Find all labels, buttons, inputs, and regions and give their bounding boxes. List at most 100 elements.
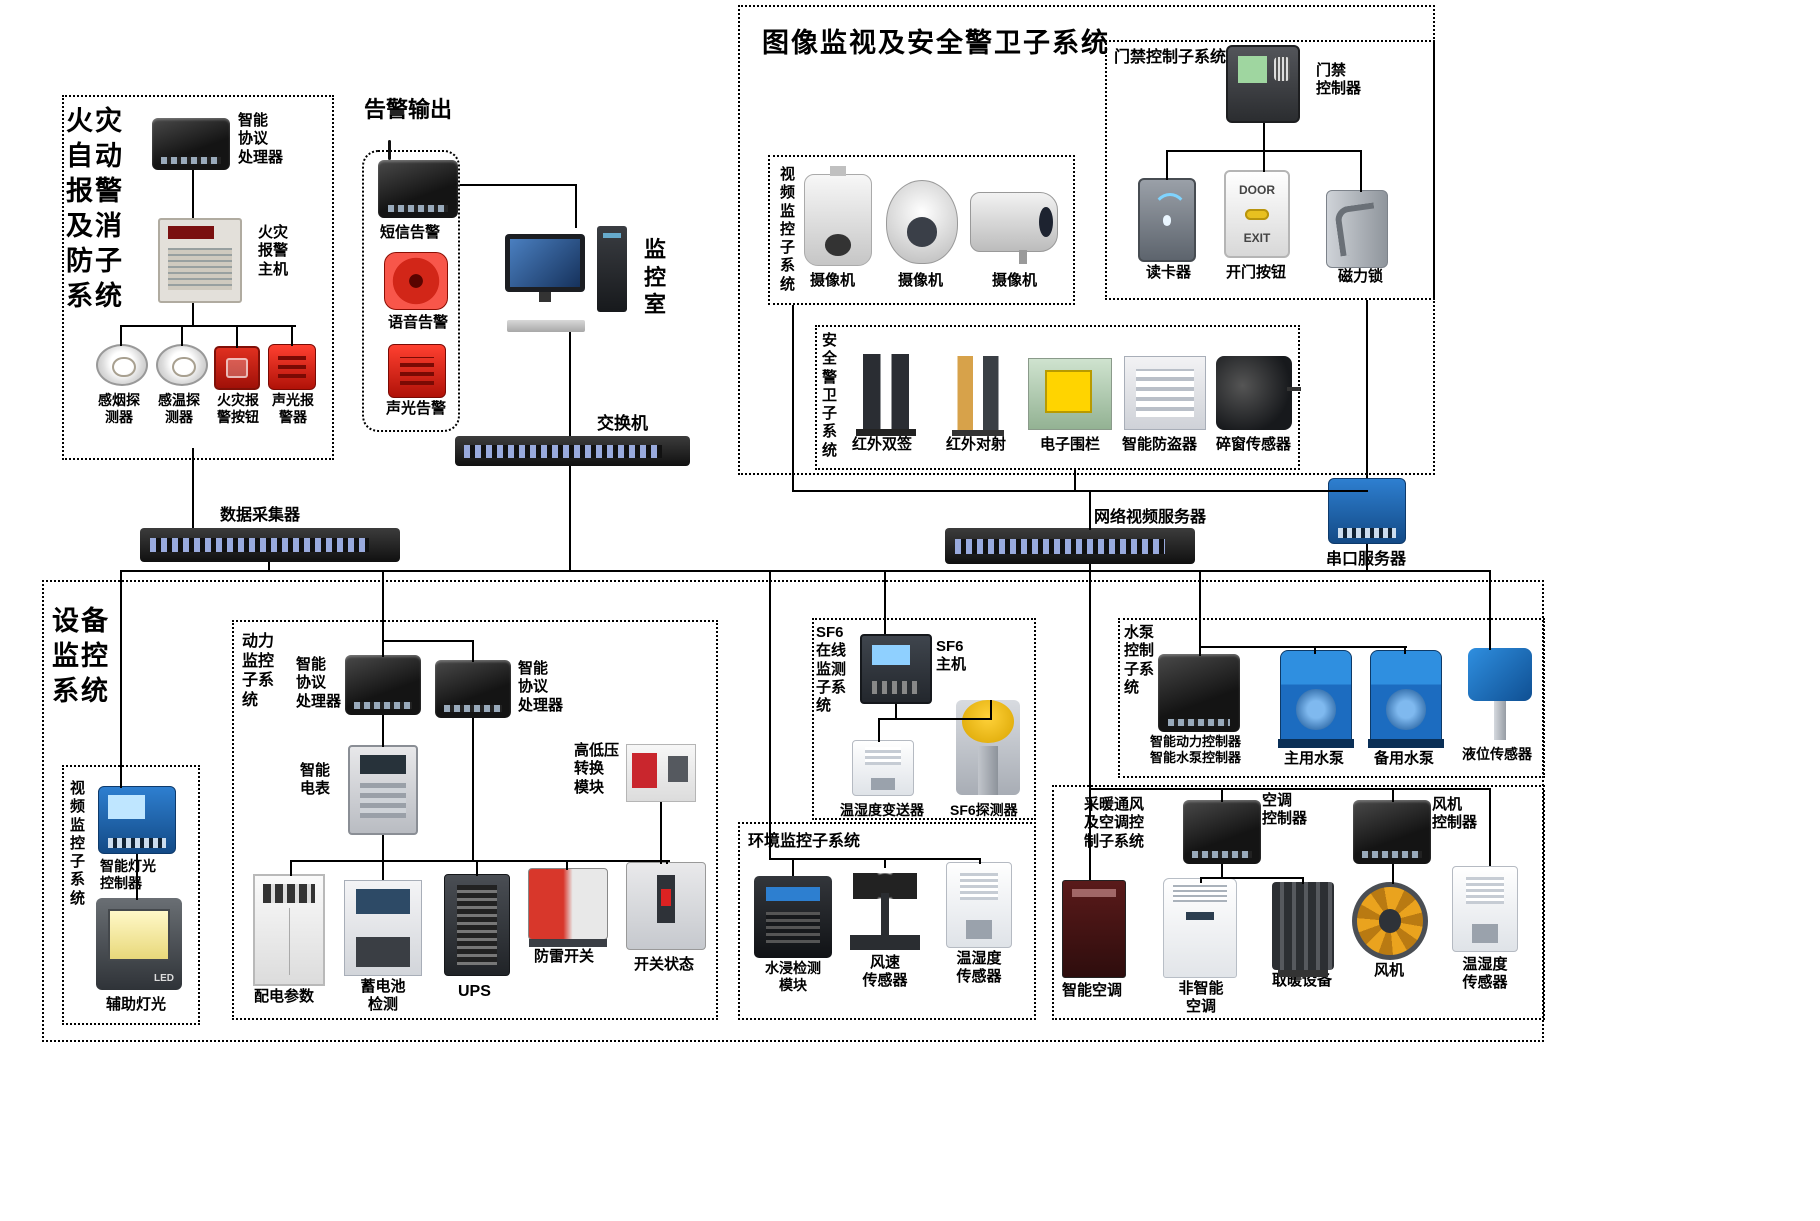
water-module-label: 水浸检测 模块 <box>765 960 821 994</box>
connector-line <box>884 858 886 868</box>
voice-alarm-device <box>384 252 448 310</box>
switch-state-label: 开关状态 <box>634 956 695 973</box>
sf6-monitoring-box <box>812 618 1036 820</box>
fire-subsystem-box <box>62 95 334 460</box>
connector-line <box>1221 864 1223 878</box>
ir-beam-label: 红外对射 <box>946 436 1007 453</box>
access-controller-label: 门禁 控制器 <box>1316 62 1362 98</box>
connector-line <box>792 305 794 492</box>
connector-line <box>382 835 384 862</box>
connector-line <box>979 858 981 864</box>
connector-line <box>290 862 292 876</box>
plain-ac-device <box>1163 878 1237 978</box>
glass-sensor-label: 碎窗传感器 <box>1216 436 1292 453</box>
wind-sensor-label: 风速 传感器 <box>862 954 908 990</box>
ups-label: UPS <box>458 983 491 1000</box>
aux-light-label: 辅助灯光 <box>106 996 167 1013</box>
burglar-label: 智能防盗器 <box>1122 436 1198 453</box>
fan-controller-label: 风机 控制器 <box>1432 796 1478 832</box>
connector-line <box>895 704 897 718</box>
smoke-detector-label: 感烟探 测器 <box>98 392 140 426</box>
level-sensor-device <box>1468 648 1532 740</box>
glass-break-sensor-device <box>1216 356 1301 430</box>
connector-line <box>120 572 122 788</box>
plain-ac-label: 非智能 空调 <box>1178 980 1224 1016</box>
pump-control-box <box>1118 618 1545 778</box>
ups-device <box>444 874 510 976</box>
connector-line <box>1392 788 1394 802</box>
transmitter-label: 温湿度变送器 <box>840 802 924 818</box>
ac-controller-device <box>1183 800 1261 864</box>
backup-pump-device <box>1368 650 1444 748</box>
fire-subsystem-title: 火灾 自动 报警 及消 防子 系统 <box>66 106 124 312</box>
env-humidity-device <box>946 862 1012 948</box>
connector-line <box>120 570 1491 572</box>
connector-line <box>382 640 474 642</box>
connector-line <box>1200 877 1304 879</box>
connector-line <box>192 303 194 327</box>
video-surveillance-box <box>768 155 1075 305</box>
connector-line <box>382 715 384 747</box>
connector-line <box>382 862 384 880</box>
connector-line <box>569 466 571 572</box>
breaker-device <box>626 862 706 950</box>
antenna-icon <box>388 140 391 160</box>
temp-detector-label: 感温探 测器 <box>158 392 200 426</box>
fire-protocol-processor-device <box>152 118 230 170</box>
connector-line <box>192 448 194 528</box>
connector-line <box>575 184 577 228</box>
connector-line <box>181 325 183 346</box>
connector-line <box>1074 470 1076 492</box>
connector-line <box>476 862 478 876</box>
alarm-output-title: 告警输出 <box>364 97 453 122</box>
door-text: DOOR <box>1239 183 1275 198</box>
device-sys-title: 设备 监控 系统 <box>52 606 110 707</box>
connector-line <box>460 184 577 186</box>
transmitter-device <box>852 740 914 796</box>
led-text: LED <box>154 973 174 984</box>
wind-sensor-device <box>850 868 920 950</box>
connector-line <box>236 325 238 348</box>
data-collector-label: 数据采集器 <box>220 507 301 524</box>
fence-label: 电子围栏 <box>1040 436 1101 453</box>
video-box-title: 视 频 监 控 子 系 统 <box>780 166 796 293</box>
pump-box-title: 水泵 控制 子系 统 <box>1124 624 1155 696</box>
light-controller-device <box>98 786 176 854</box>
battery-detector-device <box>344 880 422 976</box>
fan-label: 风机 <box>1374 962 1405 979</box>
connector-line <box>878 720 880 742</box>
sf6-detector-device <box>956 700 1020 795</box>
ac-controller-label: 空调 控制器 <box>1262 792 1308 828</box>
fire-alarm-host-device <box>158 218 242 303</box>
card-reader-label: 读卡器 <box>1146 264 1192 281</box>
connector-line <box>1392 864 1394 884</box>
hvac-humidity-device <box>1452 866 1518 952</box>
fire-sounder-device <box>268 344 316 390</box>
connector-line <box>1263 152 1265 172</box>
guard-box-title: 安 全 警 卫 子 系 统 <box>822 332 838 459</box>
env-box-title: 环境监控子系统 <box>748 833 861 850</box>
camera2-label: 摄像机 <box>898 272 944 289</box>
main-pump-label: 主用水泵 <box>1284 750 1345 767</box>
voice-alarm-label: 语音告警 <box>388 314 449 331</box>
access-control-box <box>1105 40 1435 300</box>
connector-line <box>666 862 668 864</box>
smoke-detector-device <box>96 344 148 386</box>
mag-lock-label: 磁力锁 <box>1338 268 1384 285</box>
connector-line <box>1366 544 1368 572</box>
connector-line <box>566 862 568 870</box>
pc-keyboard <box>507 320 585 332</box>
key-icon <box>1245 208 1269 220</box>
power-monitoring-box <box>232 620 718 1020</box>
exit-text: EXIT <box>1243 230 1271 245</box>
camera1-label: 摄像机 <box>810 272 856 289</box>
fire-button-device <box>214 346 260 390</box>
connector-line <box>291 325 293 346</box>
light-controller-label: 智能灯光 控制器 <box>100 858 156 892</box>
smart-ac-device <box>1062 880 1126 978</box>
nvr-label: 网络视频服务器 <box>1094 509 1207 526</box>
switch-label: 交换机 <box>597 414 648 433</box>
connector-line <box>120 325 296 327</box>
connector-line <box>1263 123 1265 152</box>
connector-line <box>120 325 122 346</box>
